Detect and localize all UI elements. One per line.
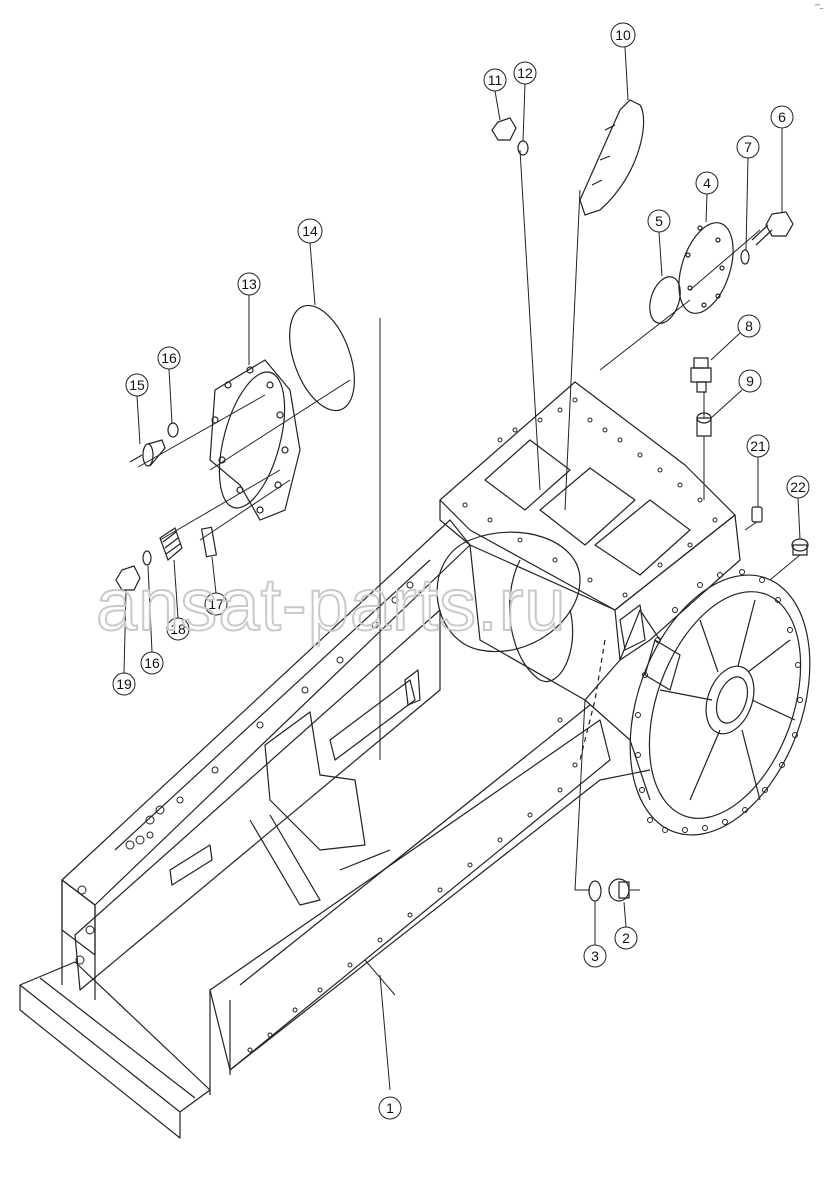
callout-2: 2 bbox=[615, 927, 637, 949]
callout-4: 4 bbox=[696, 172, 718, 194]
callout-15: 15 bbox=[126, 374, 148, 396]
svg-text:2: 2 bbox=[622, 930, 630, 946]
part-3-washer bbox=[589, 881, 601, 901]
svg-text:3: 3 bbox=[591, 948, 599, 964]
corner-mark: ⁀‒ bbox=[814, 4, 824, 12]
callout-17: 17 bbox=[205, 593, 227, 615]
part-10-cover bbox=[580, 100, 644, 215]
front-crossmember bbox=[20, 962, 210, 1138]
part-16-washer-upper bbox=[168, 423, 178, 437]
inner-crossplate bbox=[265, 712, 365, 850]
callout-22: 22 bbox=[787, 476, 809, 498]
part-8-fitting bbox=[691, 358, 711, 392]
callout-12: 12 bbox=[514, 62, 536, 84]
top-opening-3 bbox=[595, 500, 690, 575]
svg-text:10: 10 bbox=[615, 27, 631, 43]
callout-10: 10 bbox=[611, 23, 635, 47]
svg-text:7: 7 bbox=[744, 139, 752, 155]
svg-text:15: 15 bbox=[129, 377, 145, 393]
svg-text:13: 13 bbox=[241, 276, 257, 292]
top-opening-1 bbox=[485, 440, 570, 510]
part-16-washer-lower bbox=[143, 551, 151, 565]
part-22-breather bbox=[792, 539, 808, 555]
svg-text:16: 16 bbox=[161, 350, 177, 366]
callout-9: 9 bbox=[739, 370, 761, 392]
part-21-plug bbox=[752, 507, 762, 522]
svg-text:1: 1 bbox=[386, 1100, 394, 1116]
callout-16-lower: 16 bbox=[141, 652, 163, 674]
svg-text:4: 4 bbox=[703, 175, 711, 191]
part-15-bolt bbox=[130, 440, 165, 466]
part-4-round-cover bbox=[669, 216, 744, 320]
rear-bracket bbox=[330, 680, 415, 760]
callout-14: 14 bbox=[298, 219, 322, 243]
part-11-nut bbox=[492, 118, 516, 140]
front-crossmember-edge bbox=[20, 985, 180, 1112]
svg-text:14: 14 bbox=[302, 223, 318, 239]
svg-text:12: 12 bbox=[517, 65, 533, 81]
callout-13: 13 bbox=[238, 273, 260, 295]
callout-7: 7 bbox=[737, 136, 759, 158]
part-2-plug bbox=[609, 879, 629, 901]
part-12-washer bbox=[518, 141, 528, 155]
assembly-lines bbox=[138, 150, 800, 1090]
svg-text:6: 6 bbox=[778, 109, 786, 125]
right-frame-rail bbox=[210, 720, 610, 1070]
watermark-text: ansat-parts.ru bbox=[96, 563, 567, 646]
svg-text:21: 21 bbox=[750, 438, 766, 454]
part-13-flange bbox=[207, 360, 300, 520]
top-opening-2 bbox=[540, 468, 635, 545]
svg-text:22: 22 bbox=[790, 479, 806, 495]
svg-text:18: 18 bbox=[170, 621, 186, 637]
callout-11: 11 bbox=[484, 69, 506, 91]
frame-holes bbox=[76, 398, 803, 1052]
part-7-washer bbox=[741, 250, 749, 264]
callout-16-upper: 16 bbox=[158, 347, 180, 369]
callout-3: 3 bbox=[584, 945, 606, 967]
part-6-bolt bbox=[752, 212, 793, 245]
svg-text:11: 11 bbox=[488, 72, 503, 88]
svg-text:19: 19 bbox=[116, 676, 132, 692]
part-17-pin bbox=[202, 527, 217, 556]
svg-text:17: 17 bbox=[208, 596, 224, 612]
part-19-nut bbox=[116, 566, 140, 590]
part-18-stud bbox=[160, 528, 182, 560]
exploded-parts bbox=[116, 100, 808, 901]
svg-text:16: 16 bbox=[144, 655, 160, 671]
housing-ring-opening bbox=[437, 532, 580, 651]
callout-19: 19 bbox=[113, 673, 135, 695]
part-14-gasket bbox=[277, 297, 367, 420]
svg-text:5: 5 bbox=[655, 213, 663, 229]
callout-6: 6 bbox=[771, 106, 793, 128]
callout-21: 21 bbox=[747, 435, 769, 457]
svg-text:8: 8 bbox=[745, 318, 753, 334]
left-rail-side bbox=[75, 610, 440, 990]
callout-5: 5 bbox=[648, 210, 670, 232]
part-5-gasket bbox=[644, 273, 685, 327]
svg-text:9: 9 bbox=[746, 373, 754, 389]
main-frame bbox=[20, 382, 839, 1138]
callout-8: 8 bbox=[738, 315, 760, 337]
callout-leaders bbox=[124, 47, 800, 945]
callout-1: 1 bbox=[379, 1097, 401, 1119]
